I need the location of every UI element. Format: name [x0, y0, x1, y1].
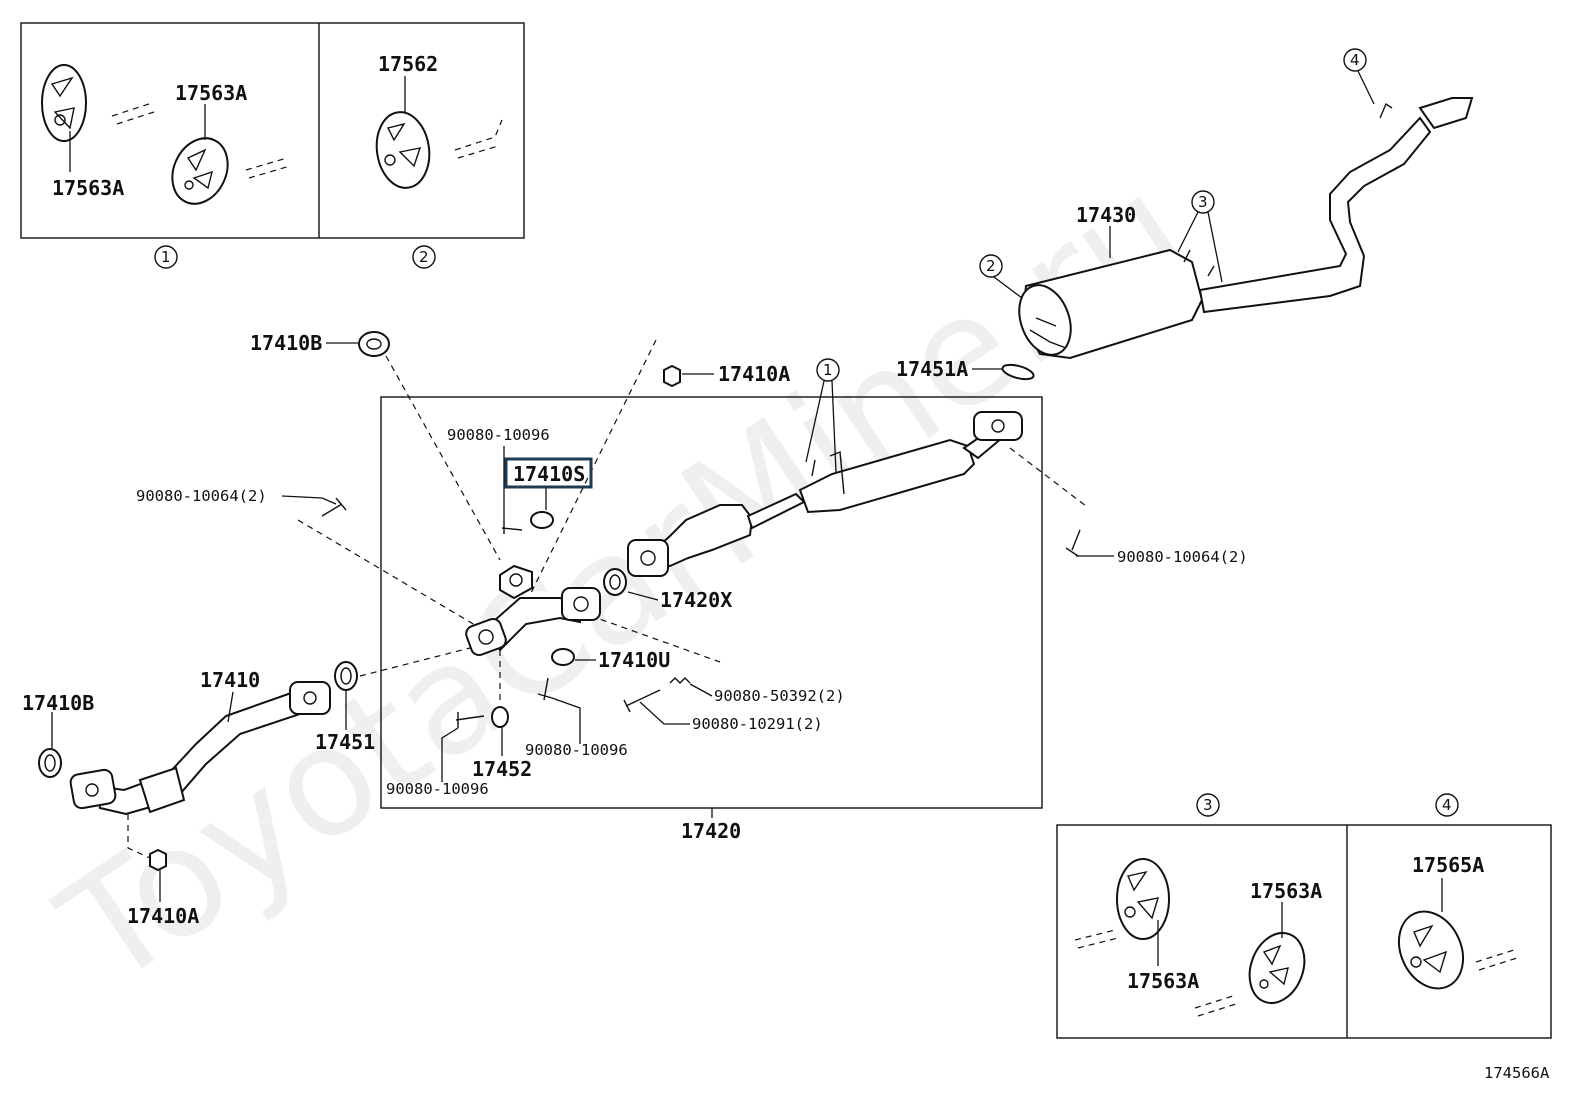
callout-3-main: 3	[1177, 190, 1223, 283]
dash-17451	[359, 647, 471, 677]
hanger-17563A-d[interactable]	[1240, 925, 1313, 1010]
part-label-17420[interactable]: 17420	[681, 819, 741, 843]
part-label-17451A[interactable]: 17451A	[896, 357, 968, 381]
dash-bracket	[579, 611, 721, 663]
hanger-rod-6	[1475, 949, 1518, 971]
part-label-17563A-d[interactable]: 17563A	[1250, 879, 1322, 903]
nut-17410A-top[interactable]	[663, 364, 681, 388]
muffler-17430[interactable]	[1010, 97, 1474, 362]
bolt-90080-10064-left[interactable]	[321, 497, 347, 517]
hanger-rod-3	[454, 119, 503, 159]
hanger-rod-5	[1194, 995, 1237, 1017]
part-label-17563A-a[interactable]: 17563A	[52, 176, 124, 200]
hanger-rod-1	[111, 102, 155, 125]
part-label-17430[interactable]: 17430	[1076, 203, 1136, 227]
bolt-90080-10291[interactable]	[623, 689, 661, 713]
callout-1-main: 1	[805, 358, 840, 473]
front-pipe-converter-17420[interactable]	[464, 411, 1023, 657]
svg-text:4: 4	[1350, 51, 1360, 69]
callout-2-inset: 2	[412, 245, 436, 269]
leader-10064-left	[281, 495, 337, 505]
part-label-90080-10064-left[interactable]: 90080-10064(2)	[136, 487, 267, 505]
dash-left-bolt	[297, 519, 481, 629]
dash-17410A-bottom	[127, 814, 151, 859]
part-label-17563A-c[interactable]: 17563A	[1127, 969, 1199, 993]
part-label-17451[interactable]: 17451	[315, 730, 375, 754]
exhaust-pipe-17410[interactable]	[69, 681, 331, 816]
gasket-17451[interactable]	[334, 661, 358, 691]
leader-50392	[689, 683, 713, 697]
svg-text:2: 2	[986, 257, 996, 275]
clamp-17410U[interactable]	[551, 648, 575, 666]
leader-17410	[227, 691, 234, 723]
part-label-17563A-b[interactable]: 17563A	[175, 81, 247, 105]
highlight-box-17410S	[504, 457, 593, 489]
part-label-17565A[interactable]: 17565A	[1412, 853, 1484, 877]
part-label-90080-10291[interactable]: 90080-10291(2)	[692, 715, 823, 733]
leader-10096-mid	[551, 697, 581, 744]
part-label-17452[interactable]: 17452	[472, 757, 532, 781]
inset-box-bottom	[1056, 824, 1552, 1039]
part-label-17410B-left[interactable]: 17410B	[22, 691, 94, 715]
part-label-17410S[interactable]: 17410S	[513, 462, 585, 486]
callout-1-inset: 1	[154, 245, 178, 269]
nut-17410A-bottom[interactable]	[149, 848, 167, 872]
spring-90080-50392[interactable]	[669, 677, 691, 684]
hanger-rod-2	[245, 157, 291, 179]
clamp-17410S[interactable]	[530, 511, 554, 529]
svg-text:4: 4	[1442, 796, 1452, 814]
callout-4-inset: 4	[1435, 793, 1459, 817]
hanger-17565A[interactable]	[1387, 901, 1475, 999]
dash-17410A-top	[529, 339, 657, 596]
svg-text:1: 1	[161, 248, 171, 266]
bolt-90080-10064-right[interactable]	[1065, 529, 1081, 557]
gasket-17410B-top[interactable]	[358, 331, 390, 357]
bolt-90080-10096-top[interactable]	[501, 520, 523, 534]
part-label-17410A-bottom[interactable]: 17410A	[127, 904, 199, 928]
part-label-90080-10064-right[interactable]: 90080-10064(2)	[1117, 548, 1248, 566]
gasket-17420X[interactable]	[603, 568, 627, 596]
bolt-90080-10096-mid[interactable]	[537, 677, 553, 701]
part-label-90080-10096-mid[interactable]: 90080-10096	[525, 741, 628, 759]
bolt-90080-10096-bot[interactable]	[455, 712, 485, 728]
diagram-id: 174566A	[1484, 1064, 1550, 1082]
part-label-17420X[interactable]: 17420X	[660, 588, 732, 612]
callout-3-inset: 3	[1196, 793, 1220, 817]
part-label-17410U[interactable]: 17410U	[598, 648, 670, 672]
clamp-17452[interactable]	[491, 706, 509, 728]
part-label-90080-50392[interactable]: 90080-50392(2)	[714, 687, 845, 705]
hanger-17562[interactable]	[372, 109, 434, 191]
part-label-90080-10096-top[interactable]: 90080-10096	[447, 426, 550, 444]
svg-text:3: 3	[1198, 193, 1208, 211]
part-label-17410A-top[interactable]: 17410A	[718, 362, 790, 386]
gasket-17410B-left[interactable]	[38, 748, 62, 778]
part-label-17410B-top[interactable]: 17410B	[250, 331, 322, 355]
hanger-17563A-c[interactable]	[1116, 858, 1170, 940]
leader-10291	[639, 701, 690, 725]
leader-10096-bot	[441, 727, 459, 782]
dash-right-bolt	[1009, 447, 1087, 507]
callout-4-main: 4	[1343, 48, 1375, 105]
dash-17410B-top	[385, 355, 501, 561]
gasket-17451A[interactable]	[1001, 362, 1035, 382]
hanger-17563A-upright[interactable]	[41, 64, 87, 142]
svg-text:1: 1	[823, 361, 833, 379]
part-label-17562[interactable]: 17562	[378, 52, 438, 76]
inset-box-top	[20, 22, 525, 239]
part-label-90080-10096-bot[interactable]: 90080-10096	[386, 780, 489, 798]
hanger-rod-4	[1074, 929, 1119, 949]
part-label-17410[interactable]: 17410	[200, 668, 260, 692]
callout-2-main: 2	[979, 254, 1023, 299]
svg-text:3: 3	[1203, 796, 1213, 814]
svg-text:2: 2	[419, 248, 429, 266]
leader-17420X	[627, 591, 659, 601]
hanger-17563A-tilted[interactable]	[162, 129, 238, 213]
